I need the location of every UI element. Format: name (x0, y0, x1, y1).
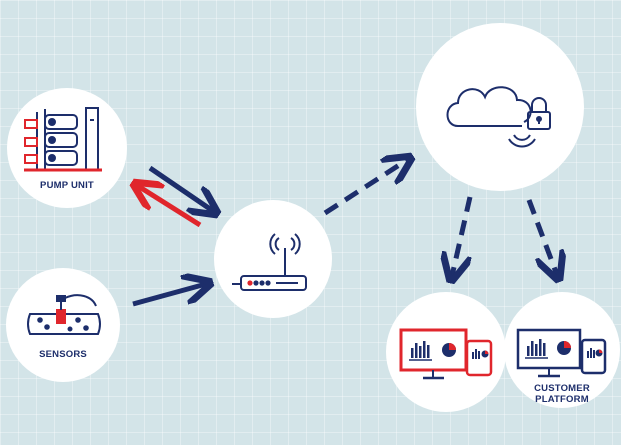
customer-platform-label-line2: PLATFORM (535, 394, 589, 405)
secure-cloud-icon (446, 86, 551, 148)
arrow-router-to-cloud (323, 160, 407, 216)
arrow-router-to-pump (138, 186, 202, 228)
arrow-cloud-to-monitor (452, 196, 473, 276)
monitor-tablet-icon (399, 328, 493, 380)
customer-platform-label-line1: CUSTOMER (534, 383, 590, 394)
monitor-tablet-icon (516, 328, 607, 378)
cloud-node (416, 23, 584, 191)
router-node (214, 200, 332, 318)
sensors-label: SENSORS (39, 349, 87, 360)
sensors-node (6, 268, 120, 382)
arrow-cloud-to-customer (526, 199, 557, 275)
pump-unit-label: PUMP UNIT (40, 180, 94, 191)
pump-unit-icon (24, 107, 102, 172)
wireless-router-icon (232, 233, 307, 291)
arrow-sensors-to-router (132, 284, 206, 307)
pipe-sensor-icon (27, 294, 101, 335)
arrow-pump-to-router (148, 165, 213, 211)
